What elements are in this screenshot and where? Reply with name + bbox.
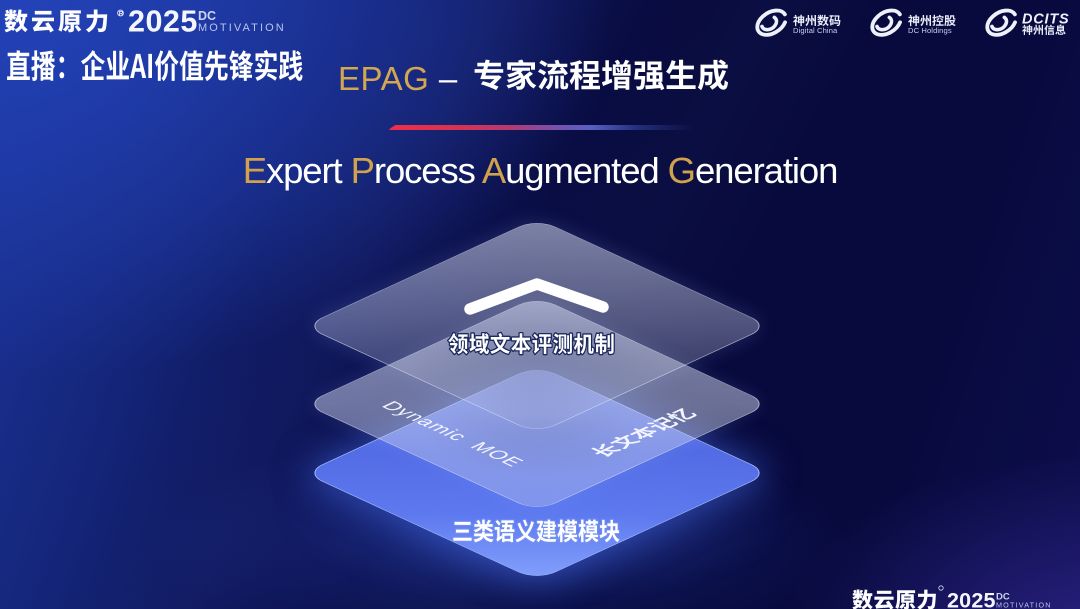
svg-text:2025: 2025 — [128, 5, 198, 39]
svg-text:DC: DC — [996, 592, 1010, 603]
svg-text:Digital China: Digital China — [793, 26, 838, 35]
svg-text:MOTIVATION: MOTIVATION — [198, 22, 286, 34]
svg-text:DC Holdings: DC Holdings — [908, 26, 952, 35]
svg-text:DCITS: DCITS — [1022, 12, 1070, 28]
svg-text:DC: DC — [198, 9, 216, 23]
svg-text:MOTIVATION: MOTIVATION — [996, 601, 1052, 609]
svg-text:R: R — [119, 11, 124, 18]
svg-text:2025: 2025 — [947, 589, 996, 609]
